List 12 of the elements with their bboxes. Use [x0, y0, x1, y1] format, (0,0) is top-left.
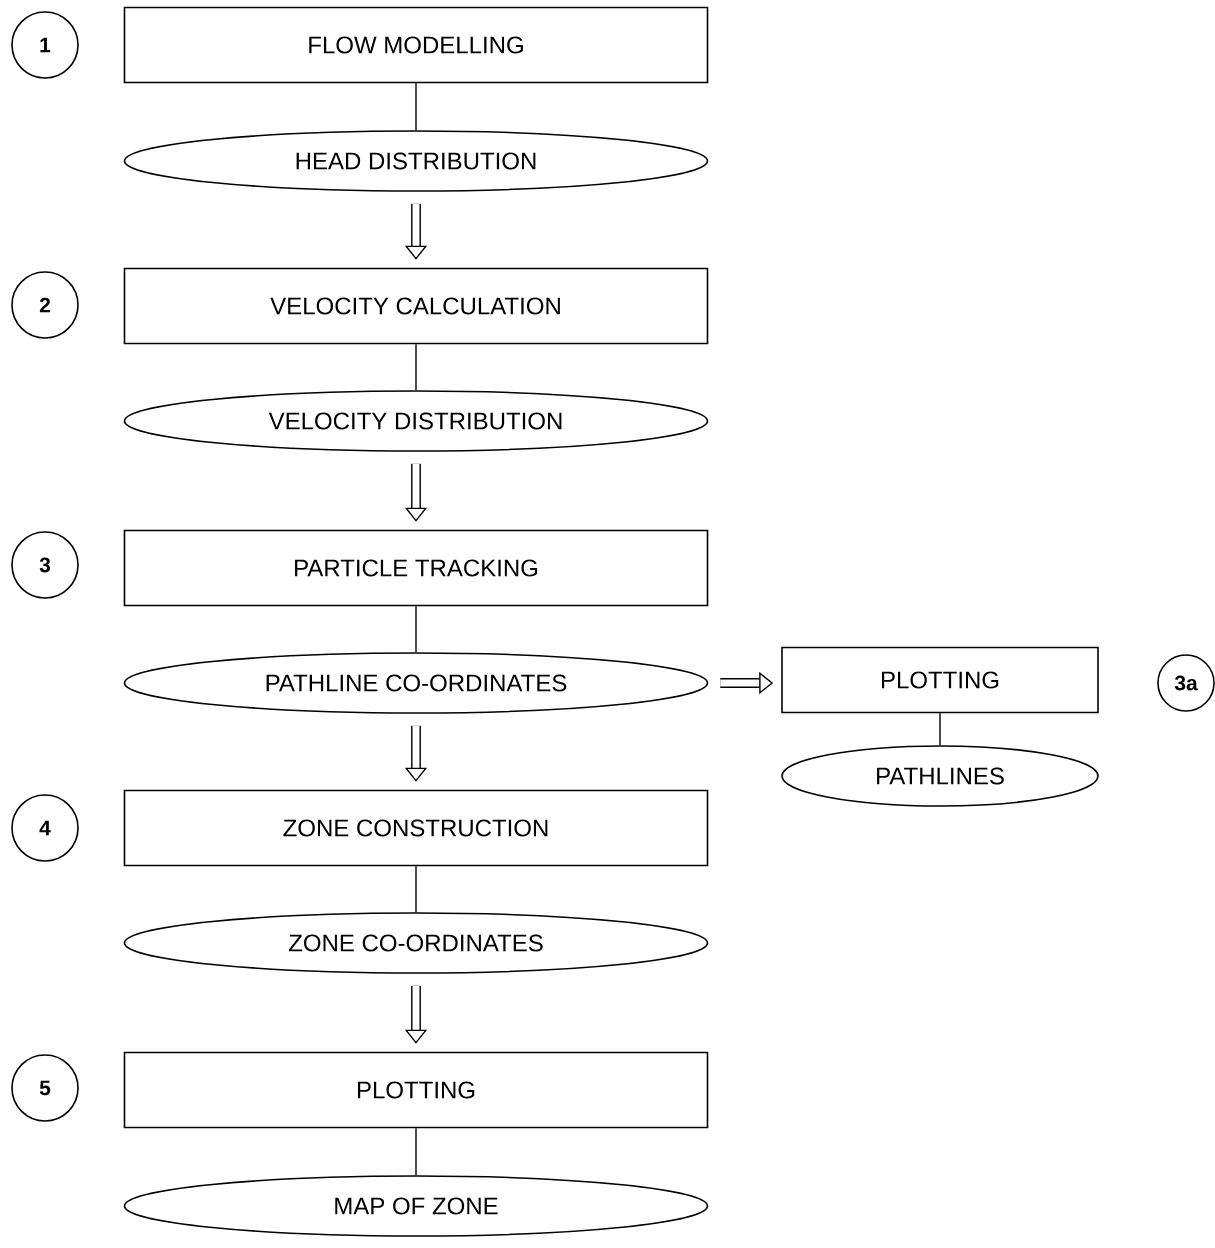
process-box: PARTICLE TRACKING [123, 529, 709, 607]
connector-line [939, 712, 941, 746]
connector-line [415, 605, 417, 653]
process-box: ZONE CONSTRUCTION [123, 789, 709, 867]
process-box: PLOTTING [781, 646, 1099, 714]
process-box: PLOTTING [123, 1051, 709, 1129]
connector-line [415, 1127, 417, 1176]
connector-line [415, 865, 417, 913]
process-box: FLOW MODELLING [123, 6, 709, 84]
connector-line [415, 343, 417, 391]
process-box: VELOCITY CALCULATION [123, 267, 709, 345]
connector-line [415, 82, 417, 131]
